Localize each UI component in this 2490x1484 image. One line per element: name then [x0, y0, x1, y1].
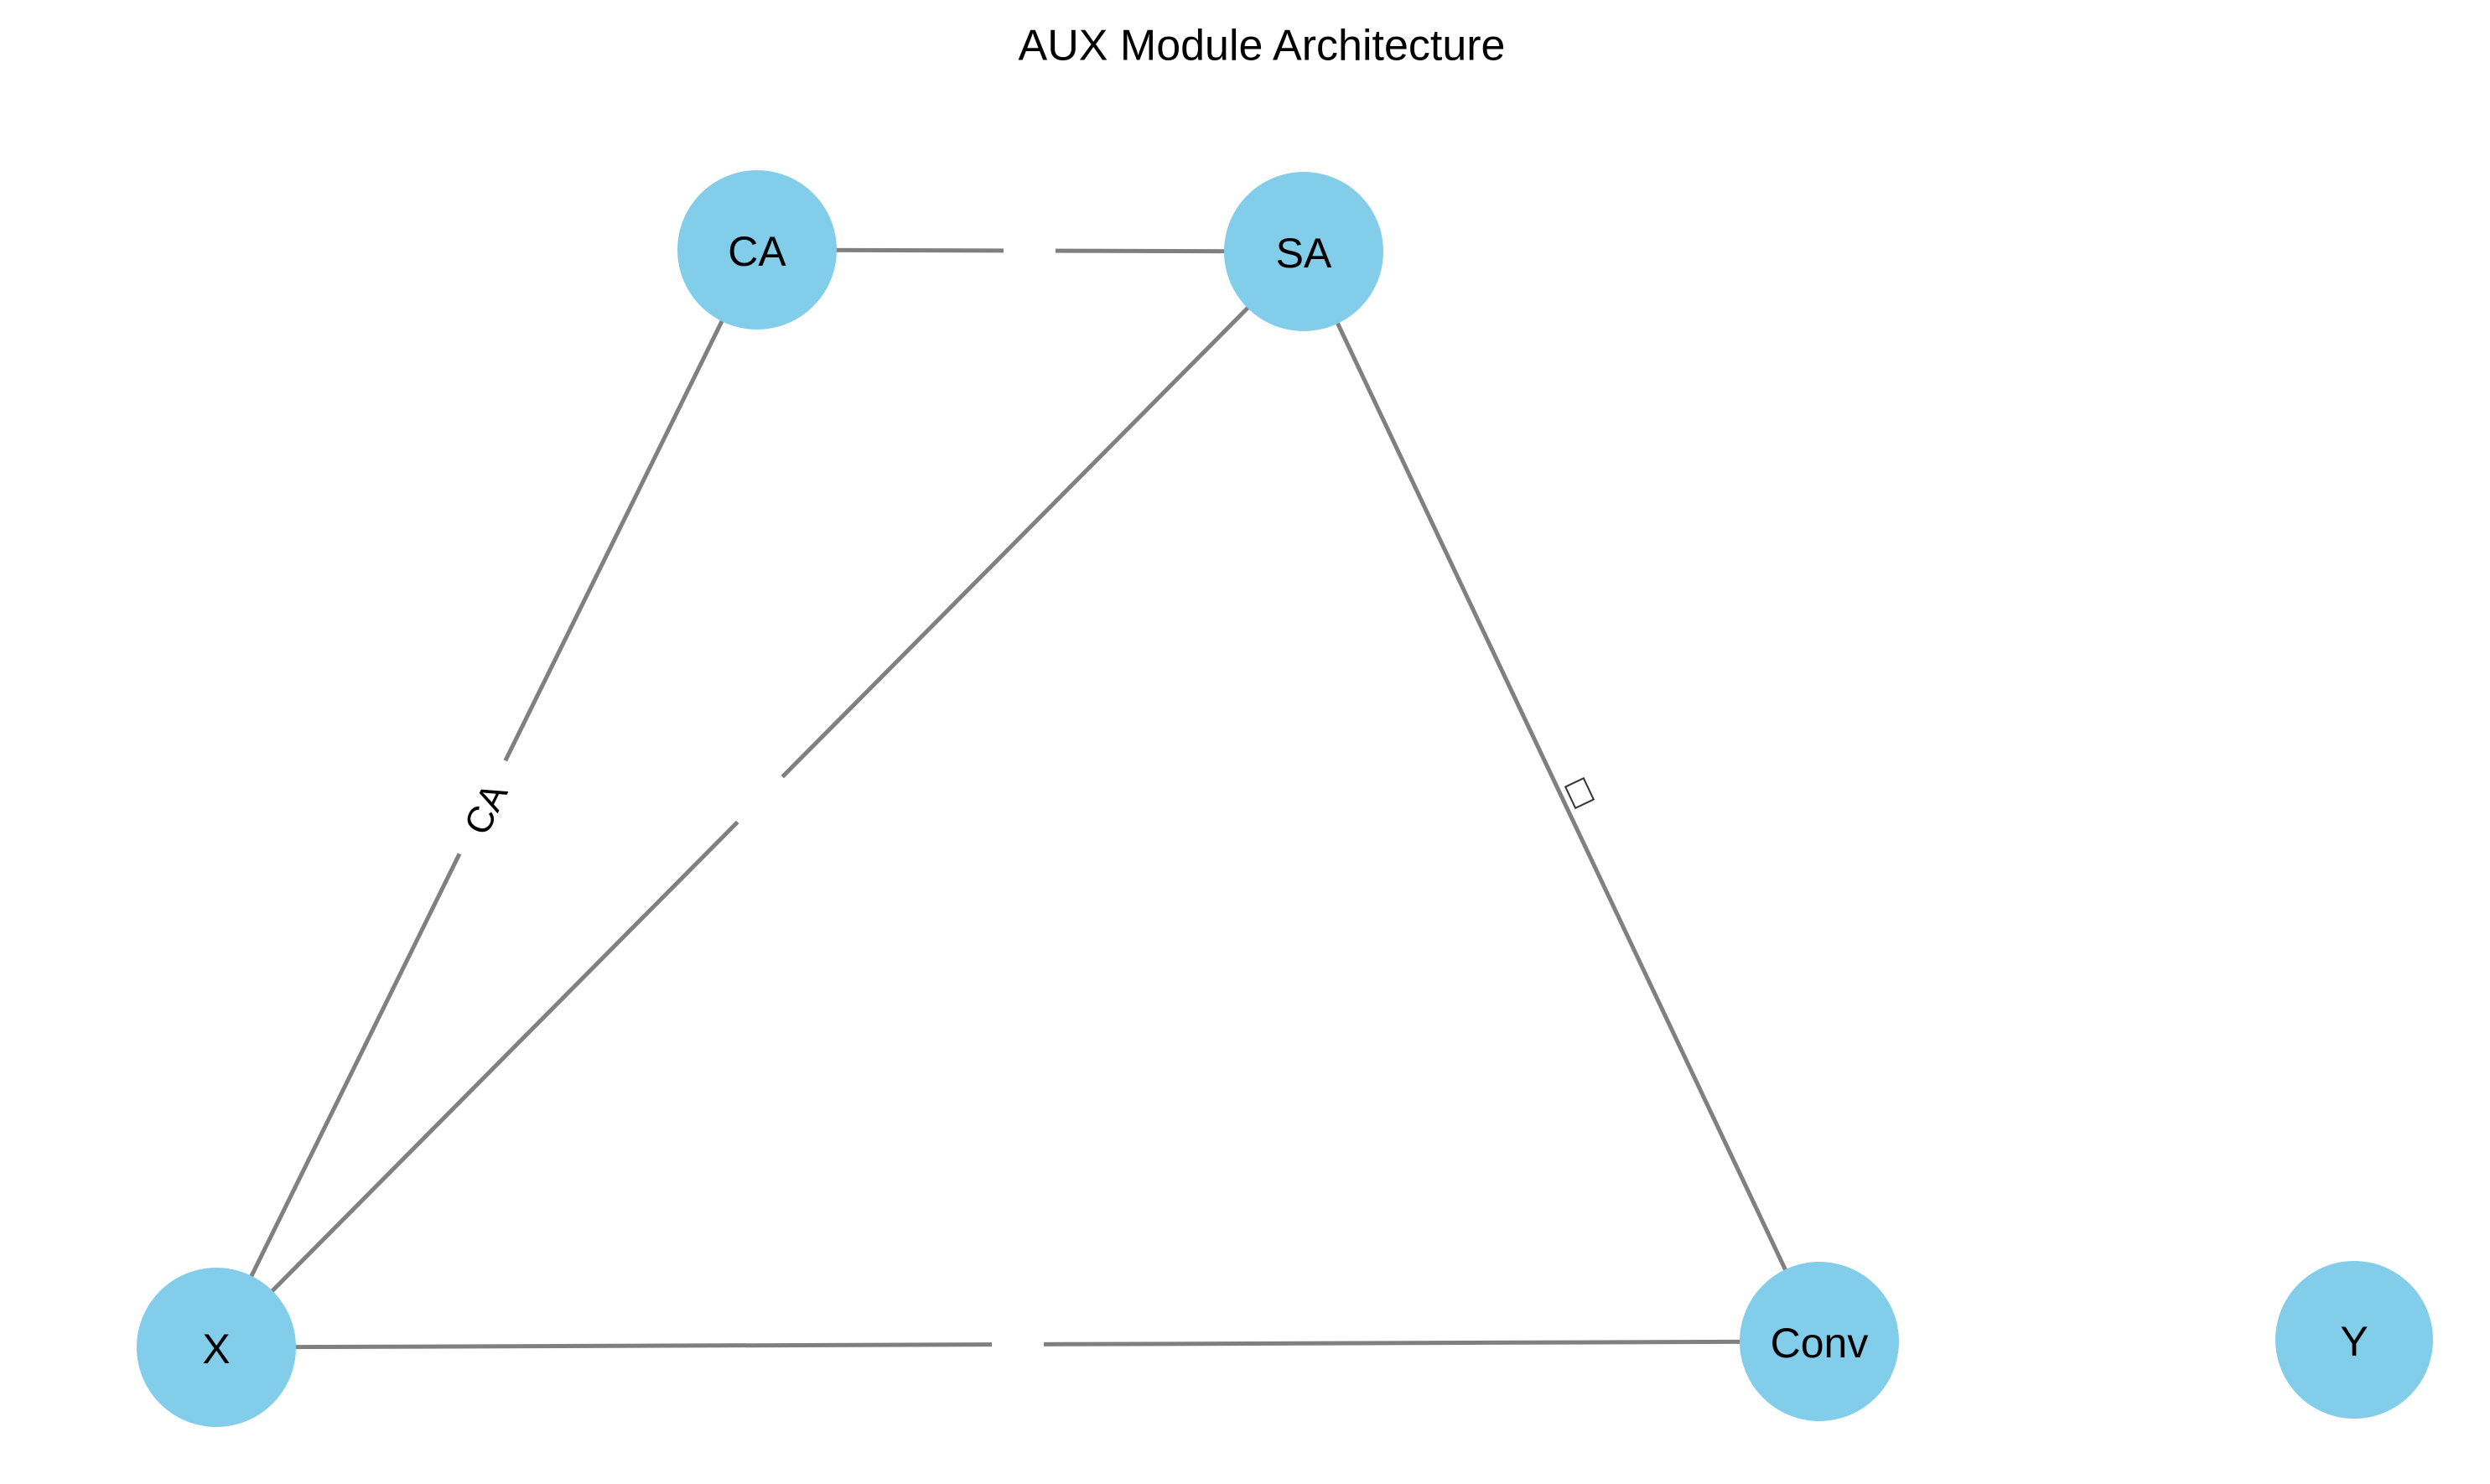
node-layer: CA SA X Conv Y	[137, 170, 2433, 1427]
edge-label-box-sa-conv	[1564, 776, 1595, 810]
node-sa-circle[interactable]	[1224, 172, 1383, 331]
node-y-label: Y	[2340, 1318, 2368, 1365]
edge-label-layer: CA	[438, 228, 1595, 1366]
node-y-circle[interactable]	[2275, 1261, 2433, 1419]
edge-sa-conv[interactable]	[1301, 250, 1822, 1343]
edge-label-x-ca: CA	[438, 750, 535, 869]
page-title: AUX Module Architecture	[1019, 22, 1506, 70]
node-sa-label: SA	[1276, 230, 1332, 277]
edge-label-gap-x-conv	[992, 1322, 1044, 1366]
node-x-label: X	[202, 1326, 230, 1372]
edge-label-gap-x-sa	[718, 758, 801, 840]
node-conv-circle[interactable]	[1740, 1262, 1899, 1421]
edge-label-gap-ca-sa	[1004, 228, 1056, 273]
node-x[interactable]: X	[137, 1268, 296, 1427]
node-ca[interactable]: CA	[677, 170, 837, 329]
node-x-circle[interactable]	[137, 1268, 296, 1427]
node-sa[interactable]: SA	[1224, 172, 1383, 331]
node-ca-circle[interactable]	[677, 170, 837, 329]
node-y[interactable]: Y	[2275, 1261, 2433, 1419]
node-ca-label: CA	[728, 228, 786, 275]
node-conv[interactable]: Conv	[1740, 1262, 1899, 1421]
node-conv-label: Conv	[1771, 1320, 1869, 1367]
